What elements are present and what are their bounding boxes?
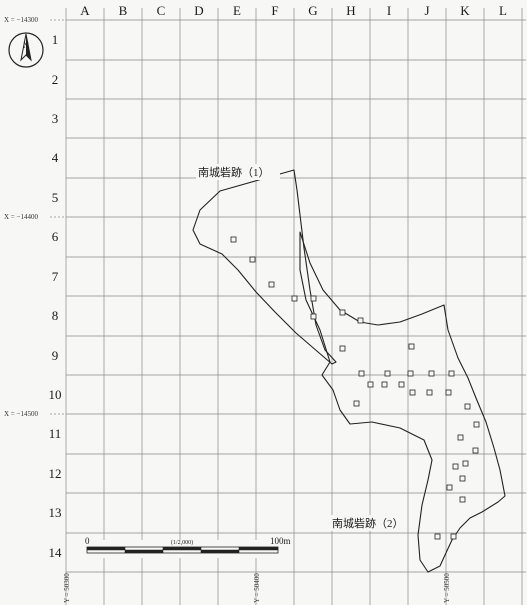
column-label-f: F	[271, 3, 278, 18]
test-pit	[473, 421, 480, 428]
row-label-8: 8	[52, 308, 59, 323]
coord-x-top: X = −14300	[4, 16, 38, 24]
coord-y-mid: Y = 50400	[253, 573, 261, 603]
test-pit	[446, 484, 453, 491]
column-label-g: G	[308, 3, 317, 18]
column-label-h: H	[346, 3, 355, 18]
test-pit	[357, 317, 364, 324]
row-labels: 1 2 3 4 5 6 7 8 9 10 11 12 13 14	[49, 32, 63, 560]
row-label-7: 7	[52, 269, 59, 284]
row-label-5: 5	[52, 190, 59, 205]
test-pit	[384, 370, 391, 377]
test-pit	[426, 389, 433, 396]
row-label-4: 4	[52, 150, 59, 165]
north-arrow-icon: N	[8, 32, 44, 68]
row-label-2: 2	[52, 72, 59, 87]
test-pit	[472, 447, 479, 454]
test-pit	[381, 381, 388, 388]
column-labels: A B C D E F G H I J K L	[80, 3, 507, 18]
coord-y-left: Y = 50300	[63, 573, 71, 603]
scale-end: 100m	[270, 536, 291, 546]
test-pit	[407, 370, 414, 377]
test-pit	[448, 370, 455, 377]
row-label-14: 14	[49, 545, 63, 560]
scale-bar: 0 (1/2,000) 100m	[84, 536, 291, 558]
test-pits	[230, 236, 480, 540]
test-pit	[310, 295, 317, 302]
column-label-k: K	[460, 3, 470, 18]
test-pit	[445, 389, 452, 396]
site-2-label: 南城砦跡（2）	[332, 516, 404, 530]
test-pit	[457, 434, 464, 441]
test-pit	[358, 370, 365, 377]
test-pit	[409, 389, 416, 396]
column-label-d: D	[194, 3, 203, 18]
test-pit	[450, 533, 457, 540]
row-label-3: 3	[52, 111, 59, 126]
site-2-label-bg	[330, 515, 406, 531]
test-pit	[464, 403, 471, 410]
test-pit	[408, 343, 415, 350]
row-label-13: 13	[49, 505, 62, 520]
coord-y-right: Y = 50500	[443, 573, 451, 603]
test-pit	[398, 381, 405, 388]
test-pit	[459, 475, 466, 482]
column-label-c: C	[157, 3, 166, 18]
column-label-a: A	[80, 3, 90, 18]
test-pit	[249, 256, 256, 263]
test-pit	[310, 313, 317, 320]
test-pit	[452, 463, 459, 470]
row-label-11: 11	[49, 426, 62, 441]
row-label-6: 6	[52, 229, 59, 244]
column-label-j: J	[424, 3, 429, 18]
test-pit	[268, 281, 275, 288]
site-1-label-bg	[196, 164, 280, 180]
row-label-12: 12	[49, 466, 62, 481]
row-label-9: 9	[52, 348, 59, 363]
test-pit	[367, 381, 374, 388]
coord-x-mid: X = −14400	[4, 213, 38, 221]
test-pit	[339, 345, 346, 352]
column-label-b: B	[119, 3, 128, 18]
svg-text:N: N	[23, 41, 29, 50]
test-pit	[230, 236, 237, 243]
site-1-label: 南城砦跡（1）	[198, 165, 270, 179]
scale-start: 0	[85, 536, 90, 546]
test-pit	[462, 460, 469, 467]
test-pit	[353, 400, 360, 407]
row-label-10: 10	[49, 387, 62, 402]
coord-x-low: X = −14500	[4, 410, 38, 418]
test-pit	[291, 295, 298, 302]
scale-ratio: (1/2,000)	[171, 539, 193, 546]
column-label-i: I	[387, 3, 391, 18]
test-pit	[428, 370, 435, 377]
test-pit	[459, 496, 466, 503]
column-label-e: E	[233, 3, 241, 18]
test-pit	[339, 309, 346, 316]
grid	[50, 8, 526, 605]
row-label-1: 1	[52, 32, 59, 47]
site-1-outline	[192, 169, 337, 365]
test-pit	[434, 533, 441, 540]
column-label-l: L	[499, 3, 507, 18]
